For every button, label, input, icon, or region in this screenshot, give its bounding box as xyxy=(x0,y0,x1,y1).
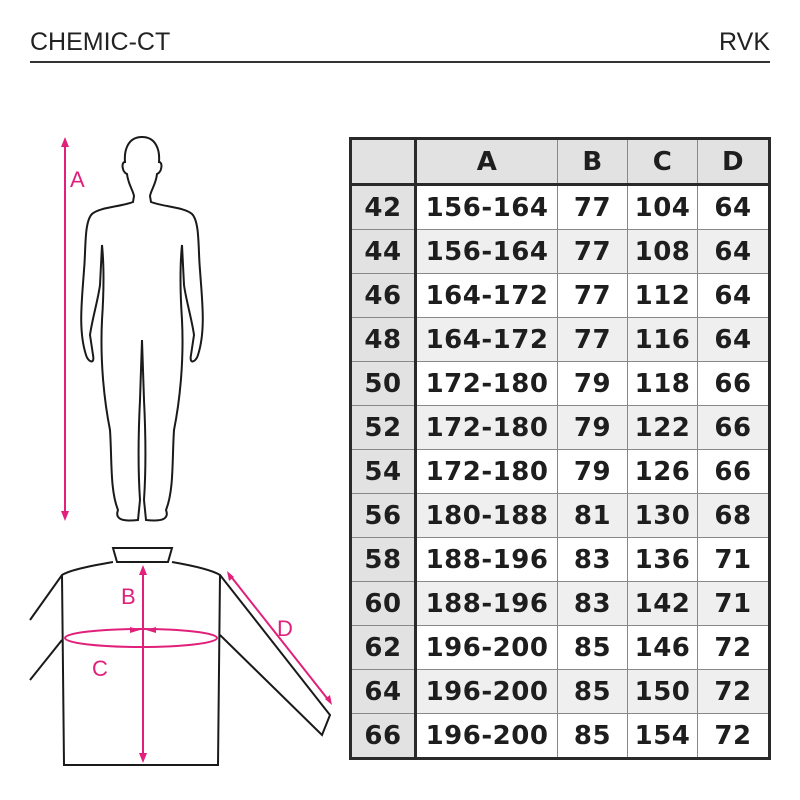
cell-d: 68 xyxy=(697,493,770,538)
cell-d: 72 xyxy=(697,625,770,670)
cell-a: 172-180 xyxy=(415,405,558,450)
cell-d: 66 xyxy=(697,405,770,450)
cell-c: 150 xyxy=(627,669,698,714)
brand-name: RVK xyxy=(719,28,770,56)
cell-d: 66 xyxy=(697,449,770,494)
cell-a: 172-180 xyxy=(415,449,558,494)
cell-c: 136 xyxy=(627,537,698,582)
cell-c: 126 xyxy=(627,449,698,494)
cell-d: 72 xyxy=(697,713,770,759)
cell-c: 116 xyxy=(627,317,698,362)
cell-a: 180-188 xyxy=(415,493,558,538)
cell-a: 188-196 xyxy=(415,581,558,626)
cell-a: 164-172 xyxy=(415,273,558,318)
cell-d: 71 xyxy=(697,581,770,626)
header-a: A xyxy=(415,138,558,186)
measure-lines xyxy=(61,137,332,763)
header-c: C xyxy=(627,138,698,186)
cell-d: 64 xyxy=(697,317,770,362)
label-c: C xyxy=(92,656,108,681)
label-b: B xyxy=(121,584,136,609)
cell-b: 77 xyxy=(557,273,628,318)
header-divider xyxy=(30,61,770,63)
cell-c: 130 xyxy=(627,493,698,538)
label-d: D xyxy=(277,616,293,641)
cell-b: 83 xyxy=(557,537,628,582)
cell-c: 118 xyxy=(627,361,698,406)
cell-c: 142 xyxy=(627,581,698,626)
product-title: CHEMIC-CT xyxy=(30,28,171,56)
cell-a: 156-164 xyxy=(415,229,558,274)
cell-a: 172-180 xyxy=(415,361,558,406)
cell-b: 83 xyxy=(557,581,628,626)
cell-b: 77 xyxy=(557,317,628,362)
cell-b: 79 xyxy=(557,361,628,406)
cell-size: 50 xyxy=(350,361,417,406)
cell-d: 66 xyxy=(697,361,770,406)
cell-a: 196-200 xyxy=(415,625,558,670)
cell-b: 77 xyxy=(557,184,628,230)
header-b: B xyxy=(557,138,628,186)
cell-d: 72 xyxy=(697,669,770,714)
cell-d: 64 xyxy=(697,273,770,318)
cell-size: 56 xyxy=(350,493,417,538)
cell-b: 79 xyxy=(557,449,628,494)
cell-c: 108 xyxy=(627,229,698,274)
cell-d: 64 xyxy=(697,229,770,274)
cell-size: 58 xyxy=(350,537,417,582)
cell-a: 196-200 xyxy=(415,669,558,714)
cell-size: 52 xyxy=(350,405,417,450)
jacket-figure xyxy=(29,547,332,766)
cell-size: 44 xyxy=(350,229,417,274)
cell-d: 71 xyxy=(697,537,770,582)
cell-a: 188-196 xyxy=(415,537,558,582)
cell-c: 122 xyxy=(627,405,698,450)
cell-a: 156-164 xyxy=(415,184,558,230)
cell-size: 60 xyxy=(350,581,417,626)
label-a: A xyxy=(70,167,85,192)
cell-b: 85 xyxy=(557,713,628,759)
cell-size: 54 xyxy=(350,449,417,494)
table-header-row: A B C D xyxy=(350,138,770,186)
cell-size: 42 xyxy=(350,184,417,230)
cell-b: 85 xyxy=(557,669,628,714)
cell-c: 104 xyxy=(627,184,698,230)
cell-d: 64 xyxy=(697,184,770,230)
cell-b: 85 xyxy=(557,625,628,670)
body-figure xyxy=(80,136,204,522)
cell-b: 81 xyxy=(557,493,628,538)
cell-size: 62 xyxy=(350,625,417,670)
cell-b: 79 xyxy=(557,405,628,450)
cell-size: 46 xyxy=(350,273,417,318)
header-d: D xyxy=(697,138,770,186)
cell-size: 48 xyxy=(350,317,417,362)
cell-b: 77 xyxy=(557,229,628,274)
header-size xyxy=(350,138,417,186)
cell-c: 154 xyxy=(627,713,698,759)
cell-size: 64 xyxy=(350,669,417,714)
cell-c: 146 xyxy=(627,625,698,670)
cell-a: 196-200 xyxy=(415,713,558,759)
cell-c: 112 xyxy=(627,273,698,318)
cell-a: 164-172 xyxy=(415,317,558,362)
cell-size: 66 xyxy=(350,713,417,759)
